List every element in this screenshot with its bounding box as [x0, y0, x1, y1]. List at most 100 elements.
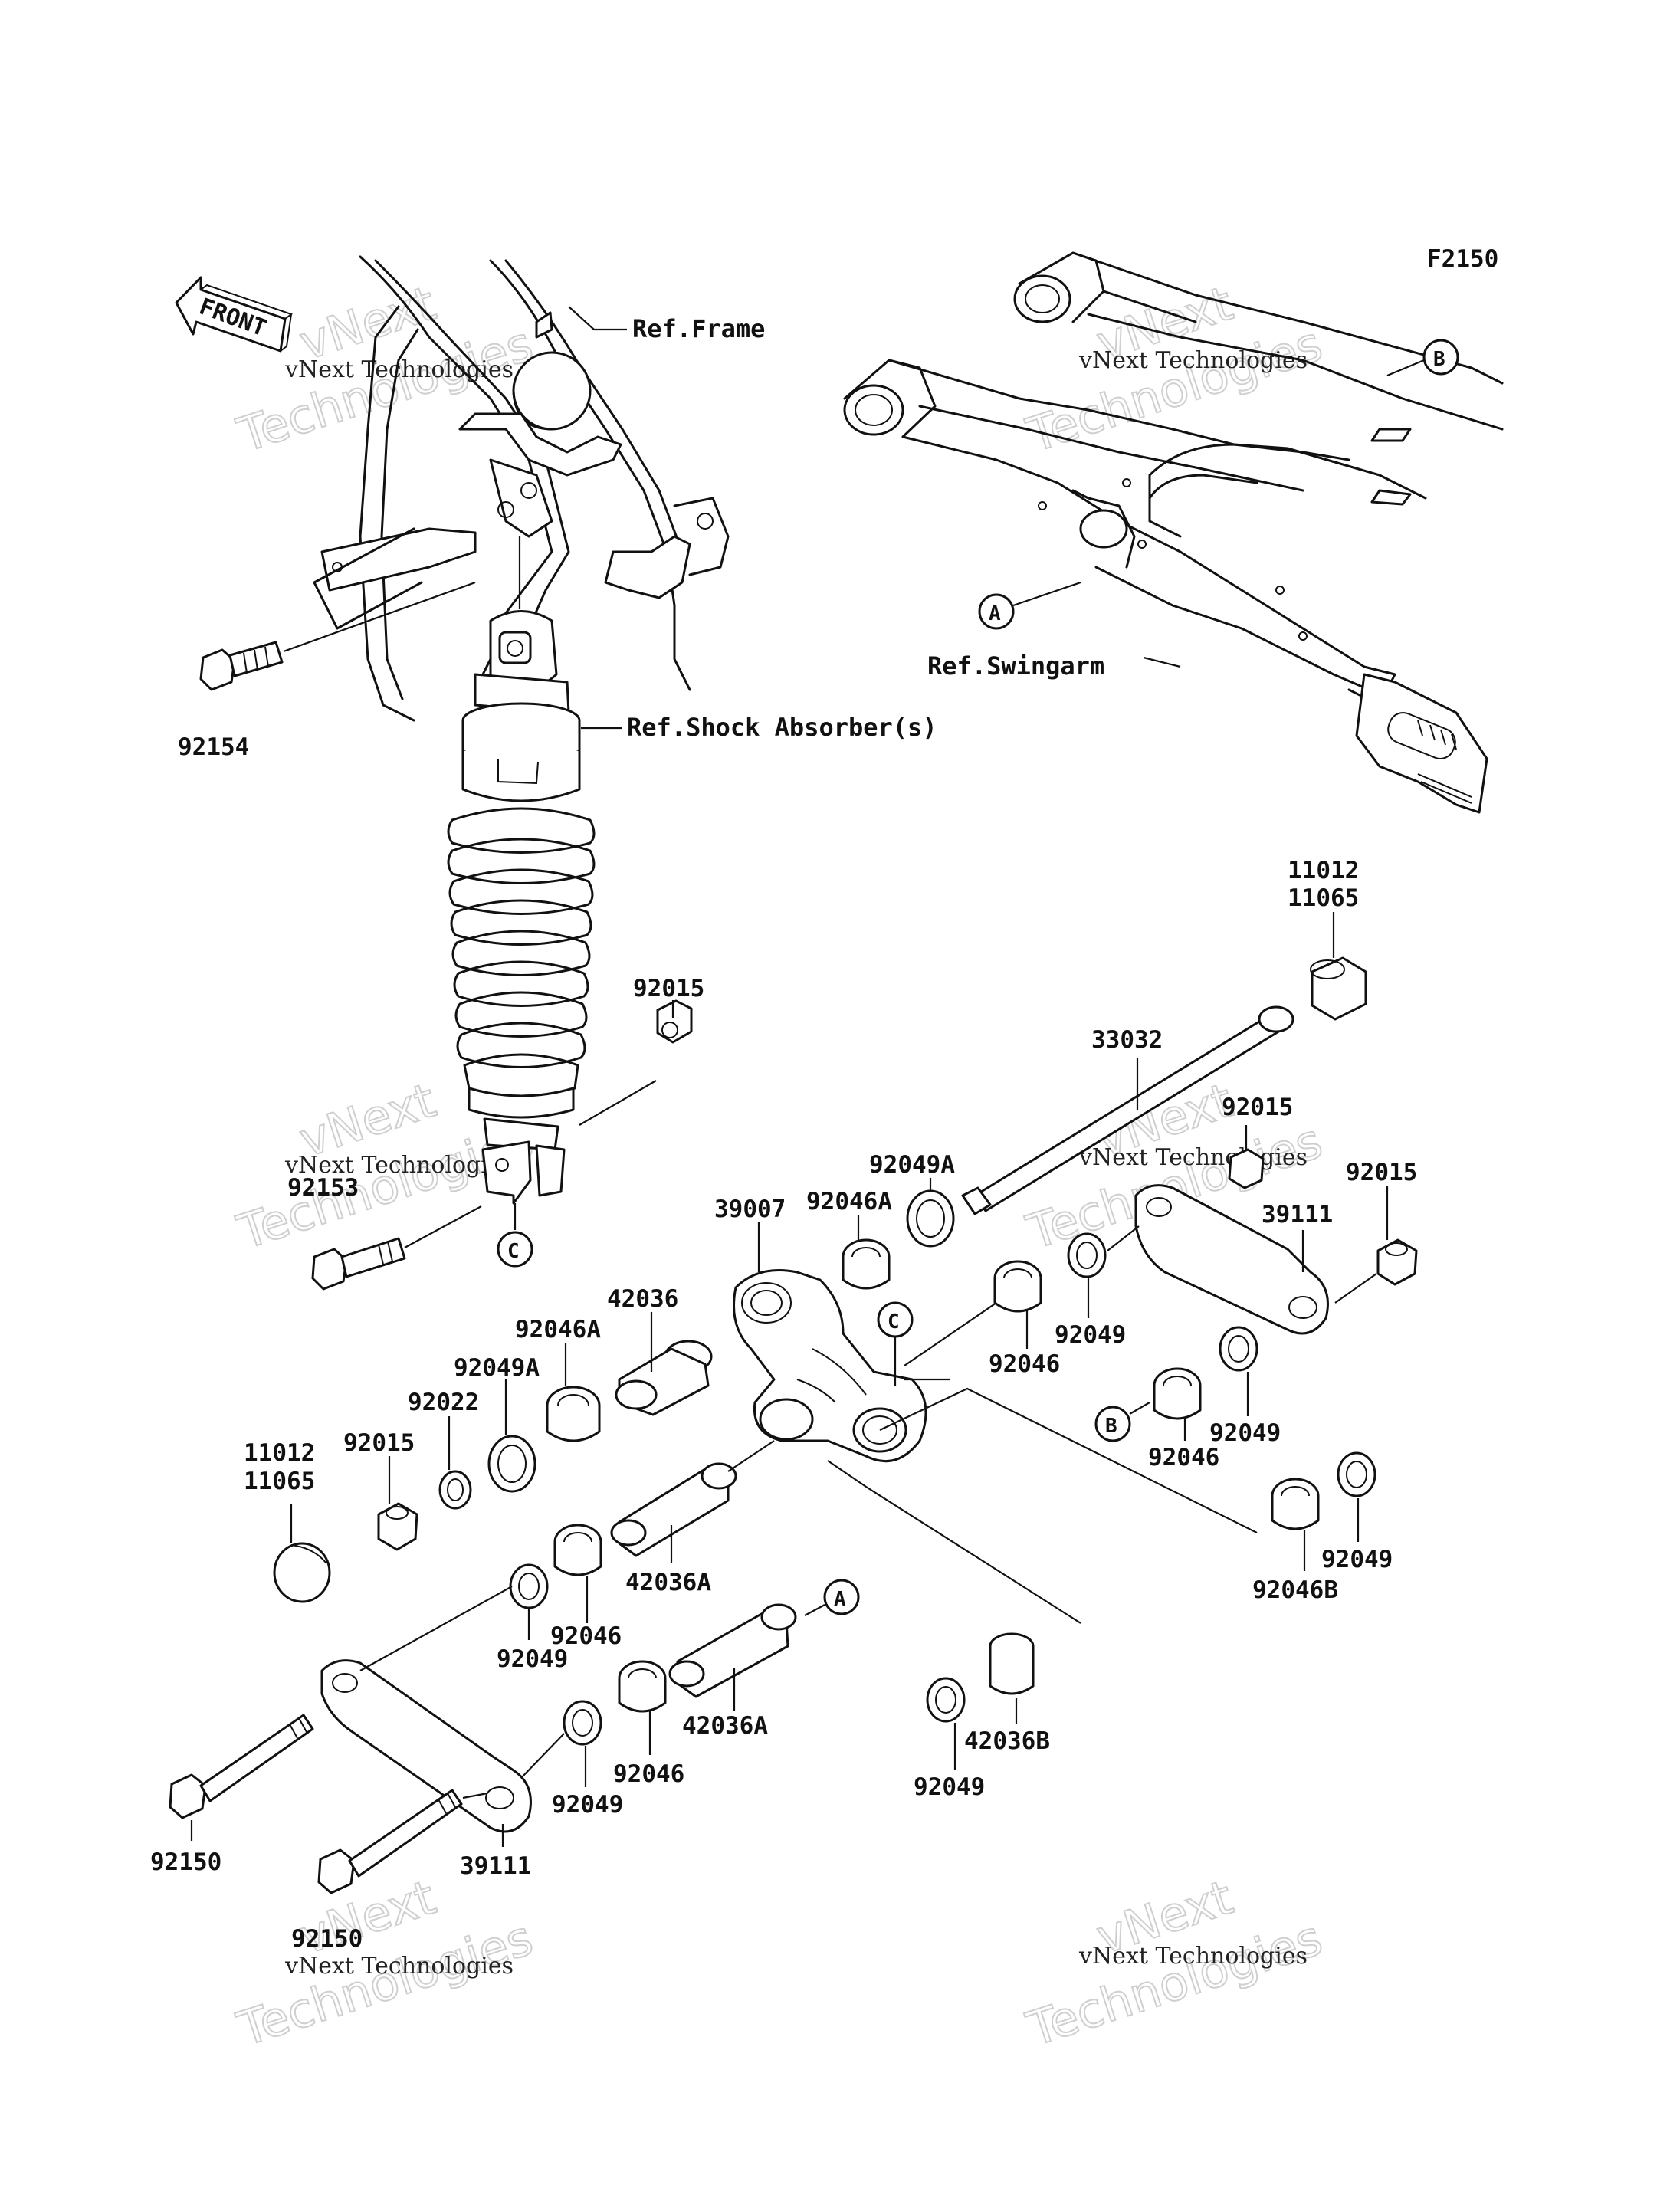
- part-label: 92046A: [806, 1188, 892, 1215]
- callout-a-lower: A: [823, 1579, 860, 1615]
- part-label: 92046A: [515, 1316, 601, 1343]
- cap-11012-right-icon: [1310, 956, 1367, 1021]
- part-label: 92046: [989, 1350, 1060, 1378]
- part-label: 11065: [1288, 884, 1359, 912]
- watermark-bottom-left: vNext Technologies vNext Technologies: [230, 1868, 540, 2058]
- bearing-92046-low-icon: [618, 1660, 667, 1713]
- part-label: 39111: [460, 1852, 531, 1880]
- seal-92049A-top-icon: [906, 1189, 955, 1248]
- nut-92015-right-icon: [1228, 1148, 1265, 1189]
- seal-92049-bottom-icon: [926, 1677, 966, 1723]
- bearing-92046A-top-icon: [842, 1238, 891, 1290]
- frame-drawing: [313, 255, 730, 722]
- bushing-42036A-low-icon: [668, 1603, 797, 1698]
- label-ref-shock: Ref.Shock Absorber(s): [627, 713, 937, 742]
- part-label: 92049A: [454, 1354, 540, 1382]
- cap-11012-left-icon: [273, 1542, 331, 1603]
- seal-92049-low-icon: [563, 1700, 602, 1746]
- label-ref-frame: Ref.Frame: [632, 314, 765, 343]
- bushing-42036-icon: [615, 1340, 713, 1416]
- figure-code: F2150: [1427, 245, 1498, 273]
- svg-text:B: B: [1433, 348, 1445, 371]
- shaft-33032-icon: [961, 1005, 1294, 1215]
- callout-a-swingarm: A: [978, 593, 1015, 630]
- svg-text:A: A: [834, 1588, 846, 1611]
- seal-92049A-left-icon: [487, 1435, 536, 1493]
- bearing-92046B-icon: [1271, 1478, 1320, 1530]
- svg-text:C: C: [507, 1240, 520, 1263]
- svg-text:B: B: [1105, 1415, 1117, 1438]
- callout-c-shock: C: [497, 1231, 533, 1268]
- bolt-92153-icon: [311, 1237, 406, 1291]
- bolt-92150-bottom-icon: [317, 1789, 463, 1894]
- nut-92015-icon: [656, 999, 693, 1044]
- callout-c-rocker: C: [877, 1301, 914, 1338]
- svg-text:A: A: [989, 602, 1001, 625]
- part-label: 33032: [1091, 1026, 1163, 1054]
- bearing-92046A-left-icon: [546, 1386, 601, 1442]
- bearing-92046-mid-icon: [553, 1524, 602, 1576]
- link-39111-right-icon: [1134, 1184, 1329, 1335]
- part-label: 92153: [287, 1174, 359, 1202]
- seal-92049-mid-icon: [509, 1563, 549, 1609]
- part-label: 92150: [150, 1848, 221, 1876]
- watermark-top-left: vNext Technologies vNext Technologies: [230, 274, 540, 464]
- nut-92015-far-icon: [1376, 1238, 1418, 1286]
- rocker-arm-39007-icon: [733, 1269, 927, 1463]
- bolt-92150-left-icon: [169, 1714, 314, 1819]
- link-39111-left-icon: [320, 1659, 532, 1833]
- part-label: 92049A: [869, 1151, 955, 1179]
- svg-text:vNext Technologies: vNext Technologies: [284, 1953, 514, 1980]
- washer-92022-icon: [438, 1470, 472, 1510]
- bushing-42036B-icon: [989, 1632, 1035, 1695]
- bolt-92154-icon: [199, 641, 284, 691]
- part-label: 92049: [552, 1791, 623, 1819]
- part-label: 92046: [613, 1760, 684, 1788]
- svg-text:vNext Technologies: vNext Technologies: [1078, 1144, 1308, 1171]
- part-label: 39007: [714, 1196, 786, 1223]
- part-label: 11012: [1288, 857, 1359, 884]
- part-label: 39111: [1262, 1201, 1333, 1228]
- svg-text:vNext Technologies: vNext Technologies: [1078, 347, 1308, 374]
- part-label: 92015: [1346, 1159, 1417, 1186]
- bushing-42036A-mid-icon: [610, 1462, 737, 1557]
- seal-92049-right1-icon: [1067, 1232, 1107, 1278]
- part-label: 42036A: [682, 1712, 768, 1740]
- label-ref-swingarm: Ref.Swingarm: [927, 651, 1104, 681]
- part-label: 92049: [1055, 1321, 1126, 1349]
- leader-ref-frame: [568, 306, 595, 330]
- watermark-bottom-right: vNext Technologies vNext Technologies: [1019, 1868, 1329, 2058]
- part-label: 92022: [408, 1389, 479, 1416]
- part-label: 92015: [343, 1429, 415, 1457]
- part-label: 92015: [1222, 1094, 1293, 1121]
- part-label: 92046: [1148, 1444, 1219, 1471]
- shock-absorber-drawing: [447, 536, 596, 1230]
- callout-b-rocker: B: [1094, 1406, 1131, 1442]
- part-label: 92150: [291, 1925, 363, 1953]
- svg-text:vNext Technologies: vNext Technologies: [284, 1152, 514, 1179]
- part-label: 92049: [914, 1773, 985, 1801]
- part-label: 92046: [550, 1622, 622, 1650]
- part-label: 42036A: [625, 1569, 711, 1596]
- part-label: 92049: [497, 1645, 568, 1673]
- callout-b-swingarm: B: [1422, 339, 1459, 376]
- part-label: 92154: [178, 733, 249, 761]
- part-label: 42036: [607, 1285, 678, 1313]
- part-label: 92049: [1209, 1419, 1281, 1447]
- part-label: 92049: [1321, 1546, 1393, 1573]
- svg-text:vNext Technologies: vNext Technologies: [1078, 1943, 1308, 1970]
- bearing-92046-right1-icon: [993, 1260, 1042, 1313]
- front-arrow-icon: FRONT: [175, 276, 294, 353]
- part-label: 11065: [244, 1468, 315, 1495]
- bearing-92046-right2-icon: [1153, 1367, 1202, 1420]
- swingarm-drawing: [843, 251, 1504, 814]
- svg-text:C: C: [888, 1310, 900, 1333]
- nut-92015-left-icon: [377, 1502, 418, 1551]
- part-label: 11012: [244, 1439, 315, 1467]
- part-label: 92046B: [1252, 1576, 1338, 1604]
- part-label: 42036B: [964, 1727, 1050, 1755]
- seal-92049-right2-icon: [1219, 1326, 1258, 1372]
- part-label: 92015: [633, 975, 704, 1002]
